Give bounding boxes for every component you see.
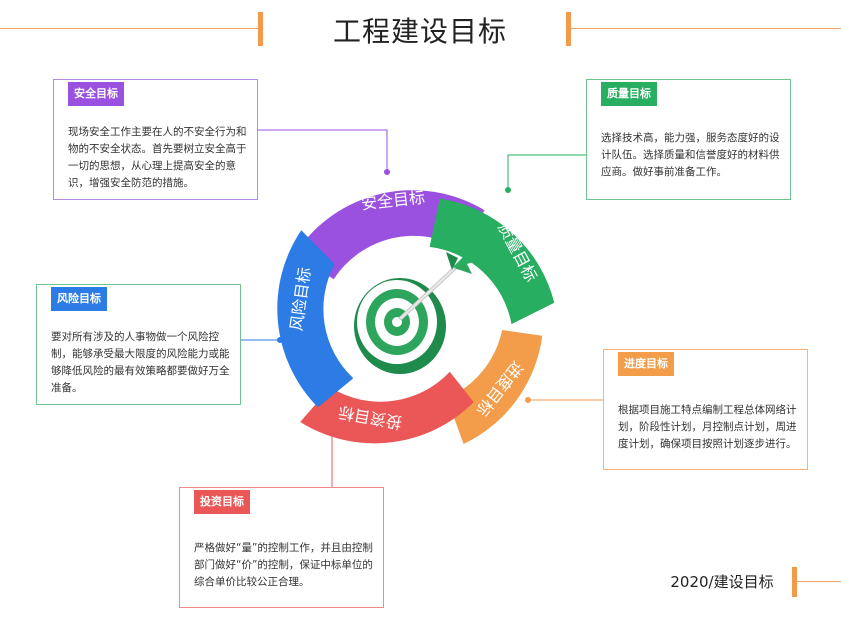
target-icon (354, 252, 474, 374)
segment-progress (446, 330, 543, 444)
header-line-right (571, 28, 841, 29)
segment-quality (429, 198, 555, 325)
card-invest-tag: 投资目标 (194, 490, 250, 514)
card-invest: 投资目标 严格做好“量”的控制工作，并且由控制部门做好“价”的控制，保证中标单位… (179, 487, 384, 608)
header-line-left (0, 28, 262, 29)
footer-line (797, 581, 841, 582)
card-safety-text: 现场安全工作主要在人的不安全行为和物的不安全状态。首先要树立安全高于一切的思想，… (68, 126, 247, 189)
card-risk: 风险目标 要对所有涉及的人事物做一个风险控制，能够承受最大限度的风险能力或能够降… (36, 284, 241, 405)
segment-risk (277, 230, 354, 408)
footer-label: 2020/建设目标 (670, 573, 774, 591)
card-safety-tag: 安全目标 (68, 82, 124, 106)
connector-quality (507, 154, 586, 190)
card-progress-tag: 进度目标 (618, 352, 674, 376)
card-safety: 安全目标 现场安全工作主要在人的不安全行为和物的不安全状态。首先要树立安全高于一… (53, 79, 258, 200)
card-quality-tag: 质量目标 (601, 82, 657, 106)
card-risk-text: 要对所有涉及的人事物做一个风险控制，能够承受最大限度的风险能力或能够降低风险的最… (51, 331, 230, 394)
connector-safety (258, 129, 388, 172)
footer-bar (792, 567, 797, 597)
card-quality-text: 选择技术高，能力强，服务态度好的设计队伍。选择质量和信誉度好的材料供应商。做好事… (601, 132, 780, 178)
page-title: 工程建设目标 (332, 15, 507, 48)
card-progress: 进度目标 根据项目施工特点编制工程总体网络计划，阶段性计划，月控制点计划，周进度… (603, 349, 808, 470)
segment-invest (300, 371, 474, 444)
card-invest-text: 严格做好“量”的控制工作，并且由控制部门做好“价”的控制，保证中标单位的综合单价… (194, 542, 373, 588)
header-bar-left (258, 12, 263, 46)
card-quality: 质量目标 选择技术高，能力强，服务态度好的设计队伍。选择质量和信誉度好的材料供应… (586, 79, 791, 200)
header-bar-right (566, 12, 571, 46)
card-progress-text: 根据项目施工特点编制工程总体网络计划，阶段性计划，月控制点计划，周进度计划，确保… (618, 404, 797, 450)
card-risk-tag: 风险目标 (51, 287, 107, 311)
